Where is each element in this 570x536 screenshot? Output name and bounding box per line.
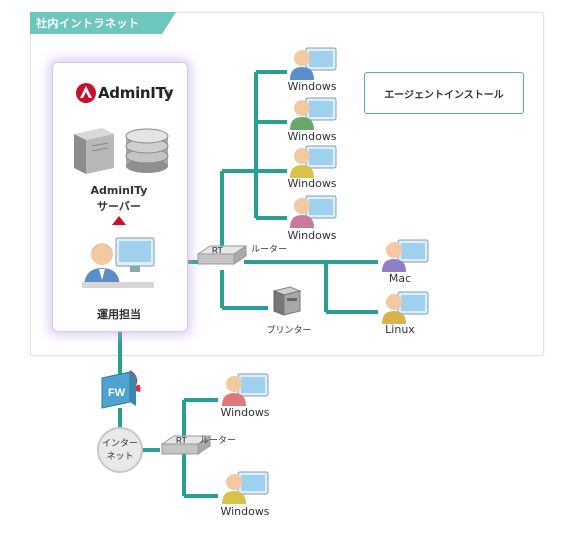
operator-person-icon xyxy=(82,237,155,288)
linux-pc-icon xyxy=(382,291,429,324)
windows-4-label: Windows xyxy=(287,229,337,242)
windows-2-label: Windows xyxy=(287,130,337,143)
mac-label: Mac xyxy=(388,272,412,285)
server-tower-icon xyxy=(74,128,114,174)
internet-label-line2: ネット xyxy=(106,452,134,462)
windows-1-label: Windows xyxy=(287,80,337,93)
printer-icon xyxy=(272,286,302,316)
agent-install-box xyxy=(364,72,524,114)
windows-pc-4-icon xyxy=(290,195,337,228)
router-ext-label: ルーター xyxy=(200,436,237,446)
operator-label: 運用担当 xyxy=(97,308,141,321)
mac-pc-icon xyxy=(382,239,429,272)
windows-pc-3-icon xyxy=(290,145,337,178)
adminity-logo-icon xyxy=(76,83,96,103)
windows-3-label: Windows xyxy=(287,177,337,190)
router-main-label: ルーター xyxy=(251,245,288,255)
windows-pc-1-icon xyxy=(290,47,337,80)
router-ext-badge: RT xyxy=(176,436,187,445)
server-name-line2: サーバー xyxy=(97,200,141,213)
adminity-logo-text: AdminITy xyxy=(98,84,174,102)
database-icon xyxy=(125,128,169,173)
router-main-icon: RT xyxy=(196,245,248,265)
router-main-badge: RT xyxy=(212,246,223,255)
windows-pc-2-icon xyxy=(290,97,337,130)
agent-install-label: エージェントインストール xyxy=(384,90,504,101)
ext-windows-1-label: Windows xyxy=(220,406,270,419)
linux-label: Linux xyxy=(385,323,415,336)
router-ext-icon: RT xyxy=(160,435,212,455)
internet-label-line1: インター xyxy=(101,439,138,449)
firewall-label: FW xyxy=(108,387,126,399)
intranet-label: 社内イントラネット xyxy=(36,17,140,30)
firewall-icon: FW xyxy=(101,370,141,409)
server-name-line1: AdminITy xyxy=(90,184,148,197)
ext-windows-pc-2-icon xyxy=(222,471,269,504)
printer-label: プリンター xyxy=(266,326,312,336)
internet-cloud-icon xyxy=(97,427,143,473)
adminity-logo-mark: ® xyxy=(166,90,173,98)
ext-windows-pc-1-icon xyxy=(222,373,269,406)
ext-windows-2-label: Windows xyxy=(220,505,270,518)
intranet-tab xyxy=(30,12,176,34)
arrow-up-icon xyxy=(112,216,126,225)
